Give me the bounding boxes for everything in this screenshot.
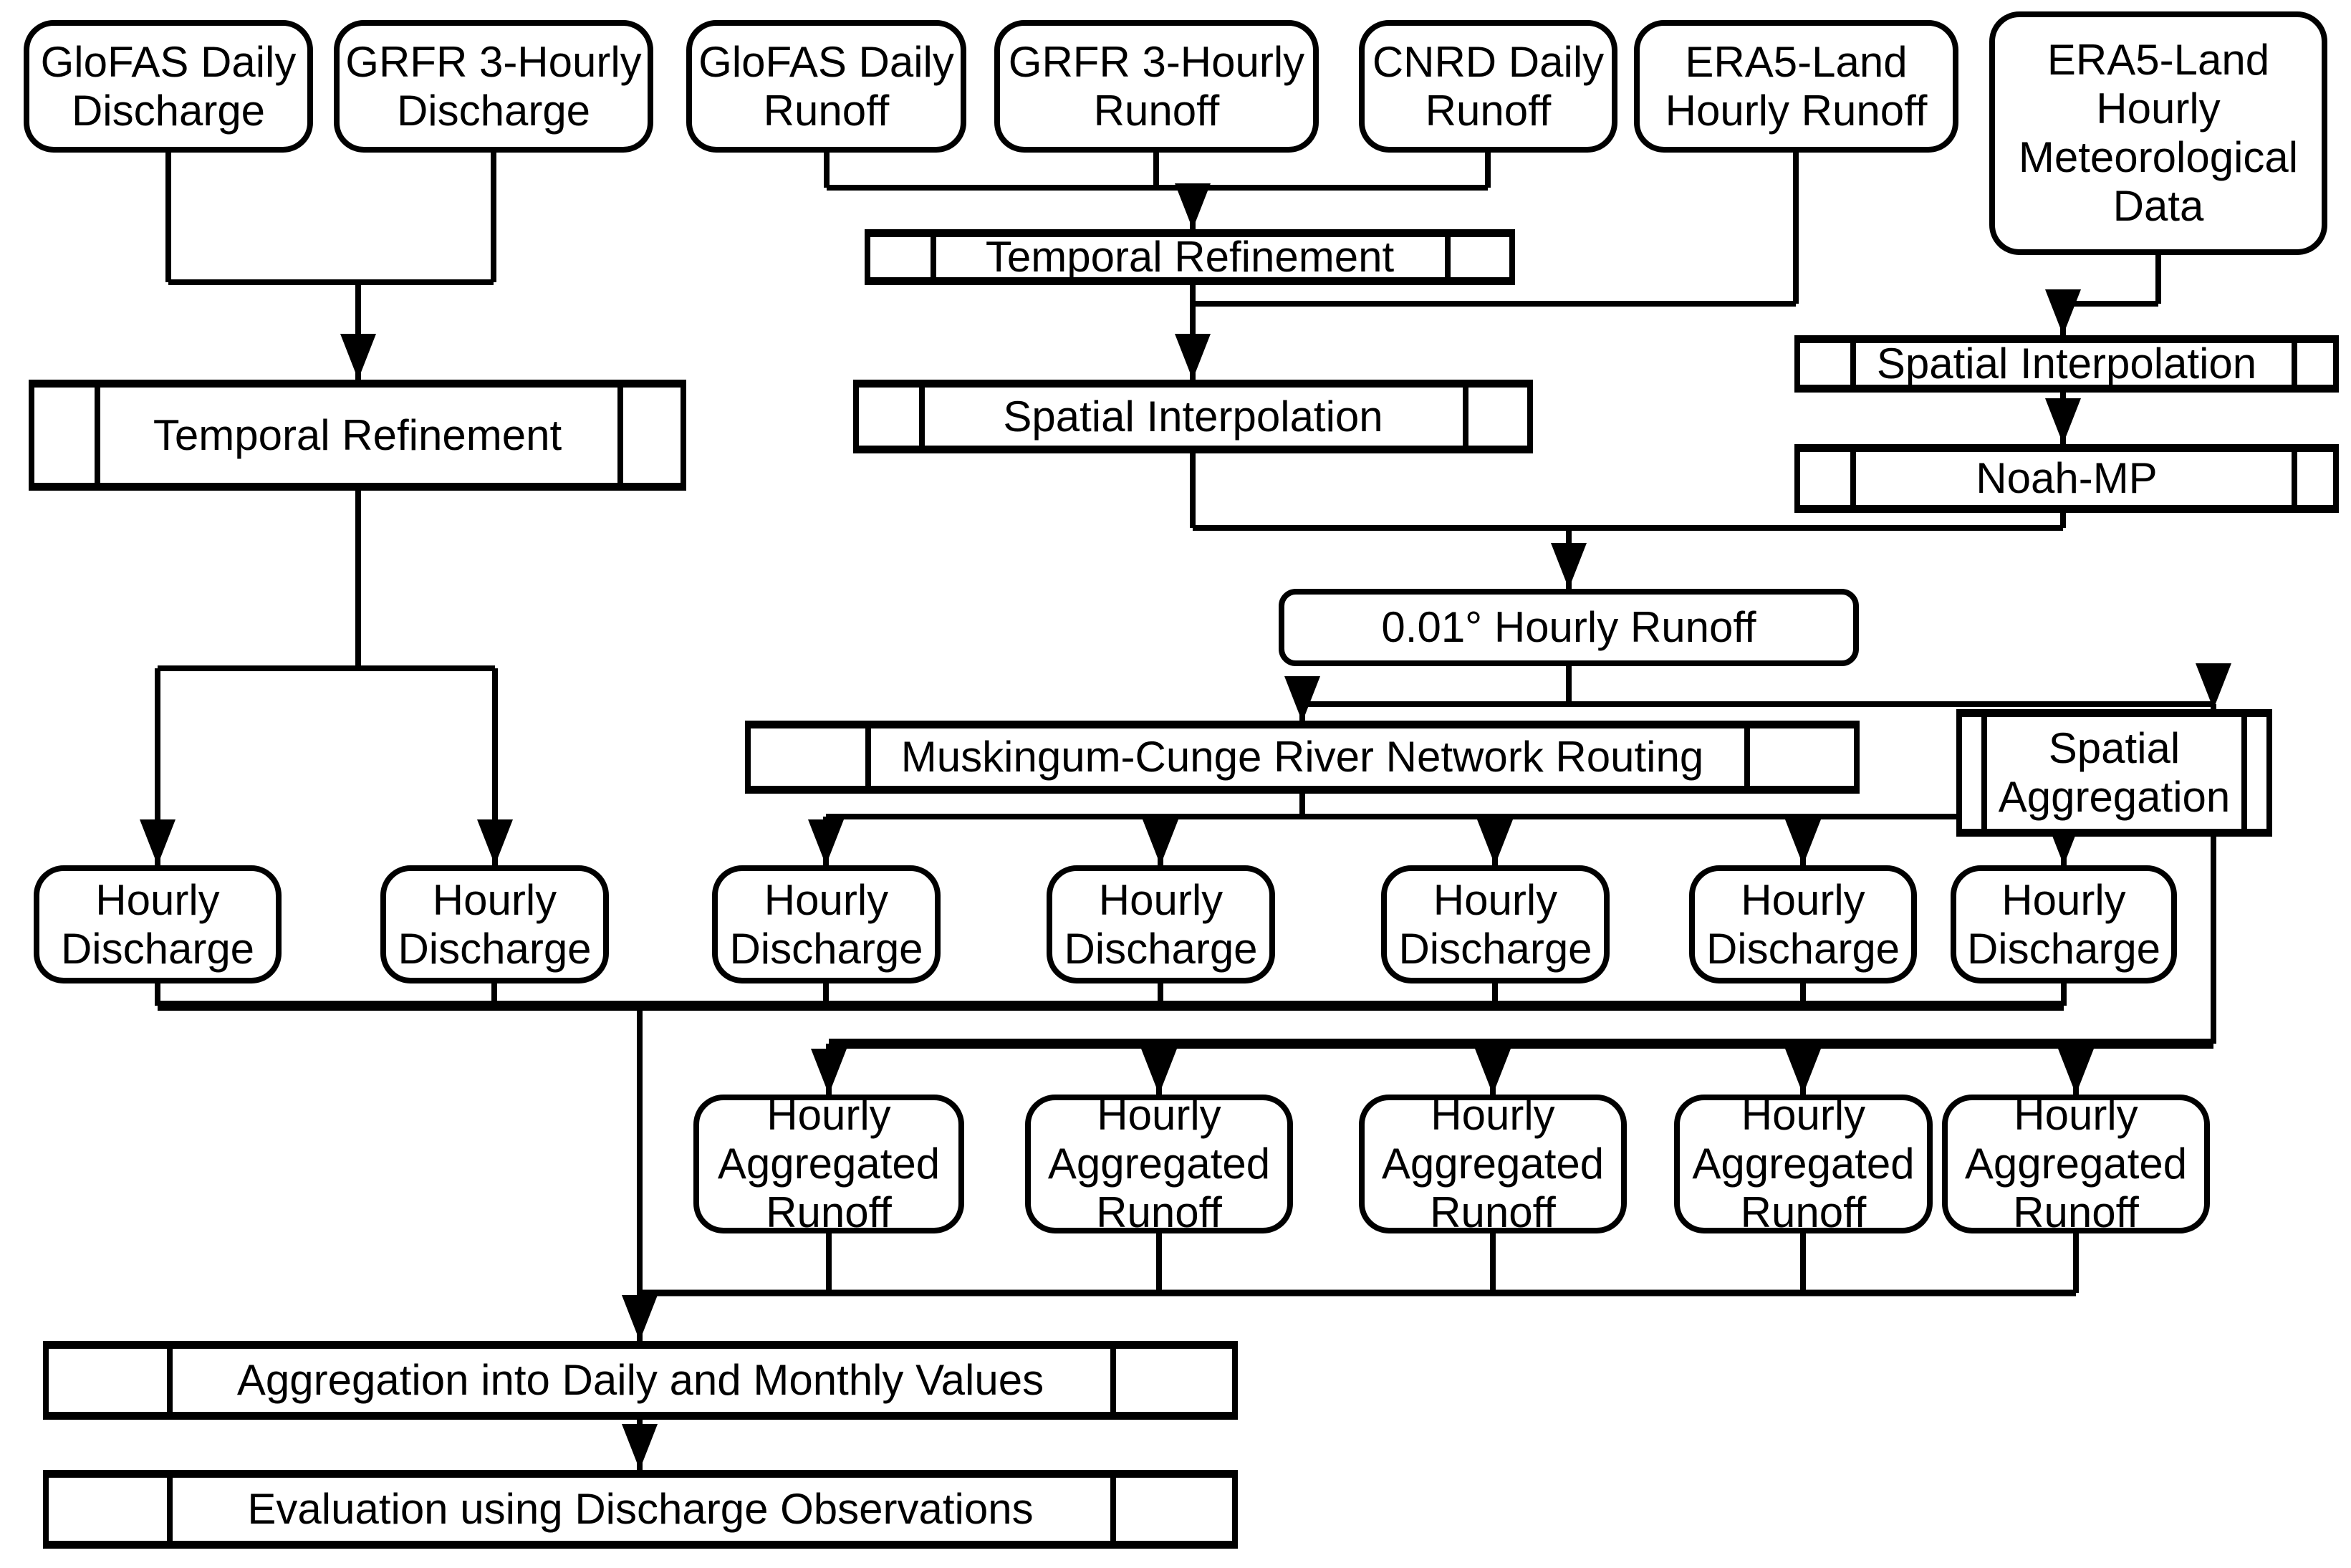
process-spatial-aggregation: Spatial Aggregation	[1956, 709, 2272, 837]
node-hourly-aggregated-runoff-4: Hourly Aggregated Runoff	[1674, 1091, 1933, 1236]
process-label: Temporal Refinement	[985, 233, 1395, 282]
process-label: Aggregation into Daily and Monthly Value…	[236, 1356, 1044, 1405]
bar-side-line	[931, 237, 936, 277]
node-era5-land-hourly-meteorological-data: ERA5-Land Hourly Meteorological Data	[1989, 11, 2327, 255]
bar-side-line	[617, 388, 623, 483]
process-label: Spatial Interpolation	[1876, 340, 2257, 388]
node-hourly-aggregated-runoff-1: Hourly Aggregated Runoff	[693, 1091, 964, 1236]
node-001deg-hourly-runoff: 0.01° Hourly Runoff	[1279, 589, 1859, 666]
node-grfr-3hourly-runoff: GRFR 3-Hourly Runoff	[994, 20, 1319, 153]
node-hourly-discharge-5: Hourly Discharge	[1381, 865, 1610, 983]
bar-side-line	[1850, 452, 1856, 505]
process-label: Spatial Aggregation	[1998, 724, 2231, 821]
node-hourly-discharge-3: Hourly Discharge	[712, 865, 941, 983]
bar-side-line	[1850, 343, 1856, 385]
process-label: Evaluation using Discharge Observations	[247, 1485, 1034, 1534]
process-temporal-refinement-middle: Temporal Refinement	[865, 229, 1515, 285]
node-hourly-aggregated-runoff-5: Hourly Aggregated Runoff	[1942, 1091, 2210, 1236]
bar-side-line	[1110, 1478, 1116, 1541]
bar-side-line	[1744, 728, 1750, 786]
node-cnrd-daily-runoff: CNRD Daily Runoff	[1359, 20, 1617, 153]
node-hourly-discharge-6: Hourly Discharge	[1689, 865, 1917, 983]
process-evaluation-discharge-observations: Evaluation using Discharge Observations	[43, 1470, 1238, 1549]
node-era5-land-hourly-runoff: ERA5-Land Hourly Runoff	[1634, 20, 1958, 153]
process-label: Temporal Refinement	[153, 410, 562, 459]
process-label: Muskingum-Cunge River Network Routing	[900, 733, 1704, 781]
process-temporal-refinement-left: Temporal Refinement	[29, 380, 686, 491]
bar-side-line	[167, 1478, 173, 1541]
bar-side-line	[1981, 717, 1987, 829]
bar-side-line	[919, 388, 925, 446]
process-muskingum-cunge-routing: Muskingum-Cunge River Network Routing	[745, 721, 1860, 794]
process-aggregation-daily-monthly: Aggregation into Daily and Monthly Value…	[43, 1341, 1238, 1420]
node-glofas-daily-runoff: GloFAS Daily Runoff	[686, 20, 966, 153]
node-hourly-discharge-2: Hourly Discharge	[380, 865, 609, 983]
process-spatial-interpolation-right: Spatial Interpolation	[1794, 335, 2339, 393]
node-grfr-3hourly-discharge: GRFR 3-Hourly Discharge	[334, 20, 653, 153]
bar-side-line	[2292, 343, 2297, 385]
bus-lines	[158, 1001, 2213, 1049]
node-hourly-discharge-1: Hourly Discharge	[34, 865, 282, 983]
process-noah-mp: Noah-MP	[1794, 444, 2339, 513]
bar-side-line	[1463, 388, 1468, 446]
node-glofas-daily-discharge: GloFAS Daily Discharge	[24, 20, 313, 153]
node-hourly-aggregated-runoff-3: Hourly Aggregated Runoff	[1359, 1091, 1627, 1236]
node-hourly-discharge-4: Hourly Discharge	[1047, 865, 1275, 983]
process-label: Spatial Interpolation	[1003, 392, 1383, 441]
process-label: Noah-MP	[1976, 454, 2158, 503]
process-spatial-interpolation-middle: Spatial Interpolation	[853, 380, 1533, 453]
bar-side-line	[2292, 452, 2297, 505]
bar-side-line	[95, 388, 100, 483]
node-hourly-aggregated-runoff-2: Hourly Aggregated Runoff	[1025, 1091, 1293, 1236]
bar-side-line	[1110, 1349, 1116, 1412]
bar-side-line	[865, 728, 871, 786]
bar-side-line	[167, 1349, 173, 1412]
node-hourly-discharge-7: Hourly Discharge	[1951, 865, 2177, 983]
bar-side-line	[1445, 237, 1451, 277]
bar-side-line	[2241, 717, 2247, 829]
